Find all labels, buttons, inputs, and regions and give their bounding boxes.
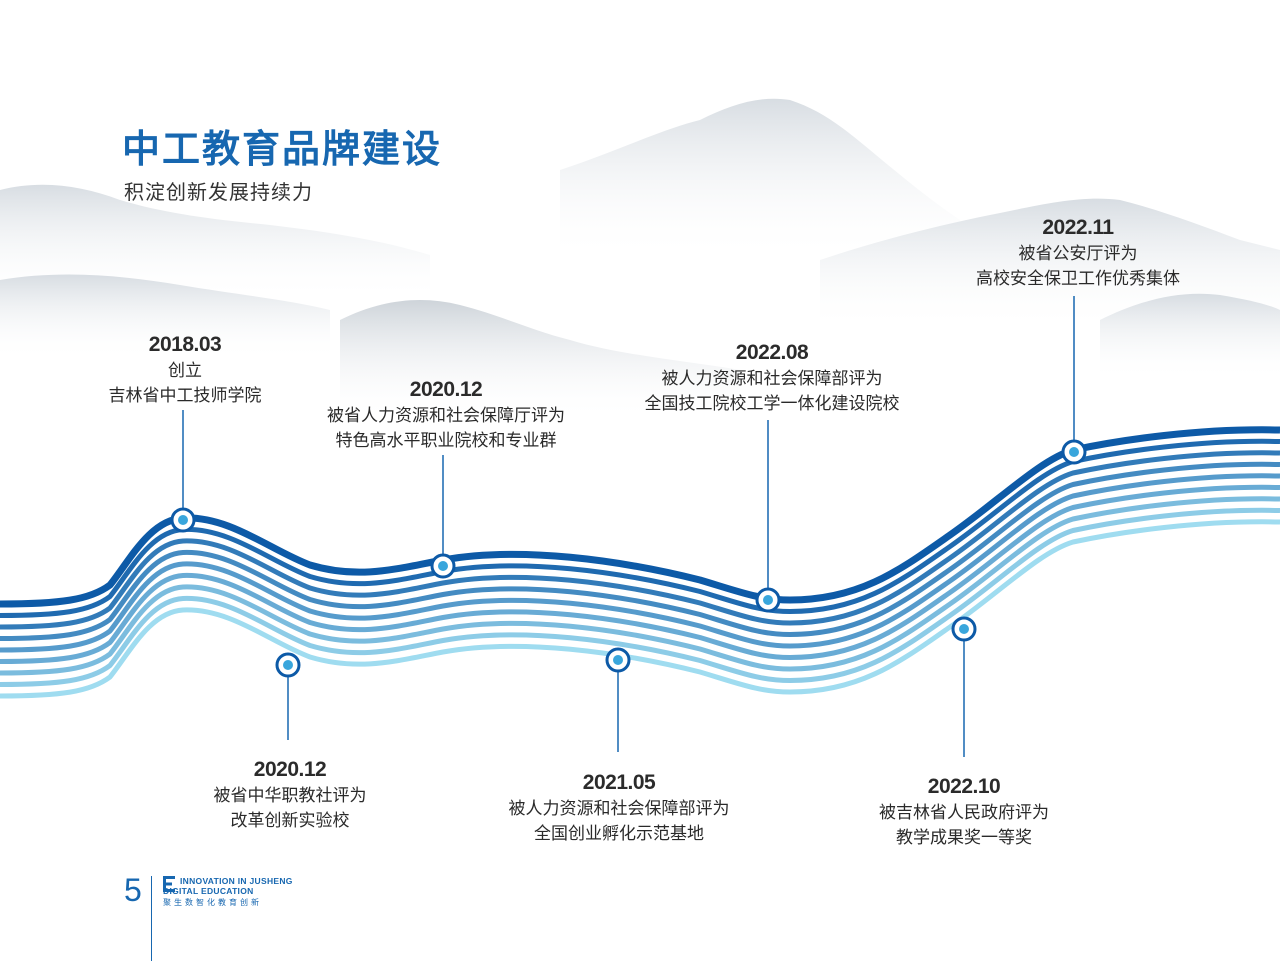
footer-divider — [151, 876, 152, 961]
page-title: 中工教育品牌建设 — [122, 127, 443, 171]
wave-band — [0, 426, 1280, 699]
wave-line — [0, 507, 1280, 687]
event-line1: 被吉林省人民政府评为 — [879, 803, 1049, 823]
wave-line — [0, 426, 1280, 608]
page-subtitle: 积淀创新发展持续力 — [124, 180, 313, 204]
timeline-event-2020-12-b: 2020.12 被省人力资源和社会保障厅评为 特色高水平职业院校和专业群 — [303, 378, 589, 454]
event-line2: 全国技工院校工学一体化建设院校 — [644, 394, 900, 414]
wave-line — [0, 484, 1280, 664]
event-line1: 被人力资源和社会保障部评为 — [508, 799, 730, 819]
event-line2: 特色高水平职业院校和专业群 — [335, 431, 557, 451]
event-line2: 全国创业孵化示范基地 — [534, 824, 704, 844]
event-line1: 创立 — [168, 361, 202, 381]
event-date: 2022.10 — [927, 775, 1001, 798]
event-line2: 改革创新实验校 — [230, 811, 350, 831]
timeline-event-2022-08: 2022.08 被人力资源和社会保障部评为 全国技工院校工学一体化建设院校 — [618, 341, 926, 417]
event-line2: 吉林省中工技师学院 — [108, 386, 262, 406]
event-line1: 被省中华职教社评为 — [213, 786, 367, 806]
timeline-event-2020-12-a: 2020.12 被省中华职教社评为 改革创新实验校 — [190, 758, 390, 834]
footer-brand-en-1: INNOVATION IN JUSHENG — [180, 876, 293, 886]
brand-logo-icon — [163, 876, 175, 892]
timeline-marker-dot — [763, 595, 773, 605]
event-line1: 被省人力资源和社会保障厅评为 — [327, 406, 565, 426]
event-line1: 被省公安厅评为 — [1018, 244, 1138, 264]
event-date: 2022.08 — [735, 341, 809, 364]
timeline-event-2022-11: 2022.11 被省公安厅评为 高校安全保卫工作优秀集体 — [954, 216, 1202, 292]
timeline-marker-dot — [283, 660, 293, 670]
event-line2: 高校安全保卫工作优秀集体 — [976, 269, 1180, 289]
timeline-marker-dot — [438, 561, 448, 571]
timeline-marker-dot — [178, 515, 188, 525]
wave-line — [0, 450, 1280, 630]
wave-line — [0, 473, 1280, 653]
event-date: 2020.12 — [409, 378, 483, 401]
wave-line — [0, 461, 1280, 641]
timeline-event-2021-05: 2021.05 被人力资源和社会保障部评为 全国创业孵化示范基地 — [484, 771, 754, 847]
event-date: 2021.05 — [582, 771, 656, 794]
footer-brand-cn: 聚生数智化教育创新 — [163, 898, 262, 907]
wave-line — [0, 519, 1280, 699]
page-number: 5 — [124, 872, 142, 908]
wave-line — [0, 496, 1280, 676]
timeline-event-2018-03: 2018.03 创立 吉林省中工技师学院 — [90, 333, 280, 409]
timeline-marker-dot — [613, 655, 623, 665]
timeline-marker-dot — [1069, 447, 1079, 457]
wave-line — [0, 438, 1280, 618]
timeline-event-2022-10: 2022.10 被吉林省人民政府评为 教学成果奖一等奖 — [856, 775, 1072, 851]
event-date: 2020.12 — [253, 758, 327, 781]
event-date: 2018.03 — [148, 333, 222, 356]
timeline-marker-dot — [959, 624, 969, 634]
footer-brand-en-2: DIGITAL EDUCATION — [163, 886, 254, 896]
timeline-connectors — [170, 296, 1087, 757]
event-date: 2022.11 — [1042, 216, 1114, 239]
event-line2: 教学成果奖一等奖 — [896, 828, 1032, 848]
event-line1: 被人力资源和社会保障部评为 — [661, 369, 883, 389]
